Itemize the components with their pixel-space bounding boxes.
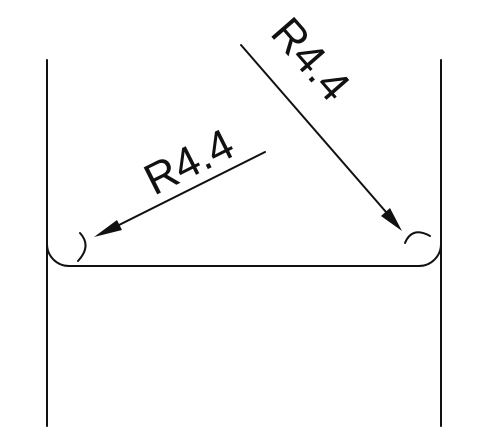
arrowhead-left-icon xyxy=(94,220,122,237)
center-arc-mark-right xyxy=(404,231,431,244)
center-arc-mark-left xyxy=(77,232,87,262)
dimension-label-left: R4.4 xyxy=(137,120,242,205)
radius-dimension-right: R4.4 xyxy=(240,8,431,244)
part-outline xyxy=(46,59,442,427)
bottom-edge-with-fillets xyxy=(46,243,442,267)
radius-dimension-left: R4.4 xyxy=(77,120,266,262)
leader-line-left xyxy=(118,151,266,226)
dimension-label-right: R4.4 xyxy=(261,8,359,110)
leader-line-right xyxy=(240,44,387,213)
arrowhead-right-icon xyxy=(381,208,402,231)
